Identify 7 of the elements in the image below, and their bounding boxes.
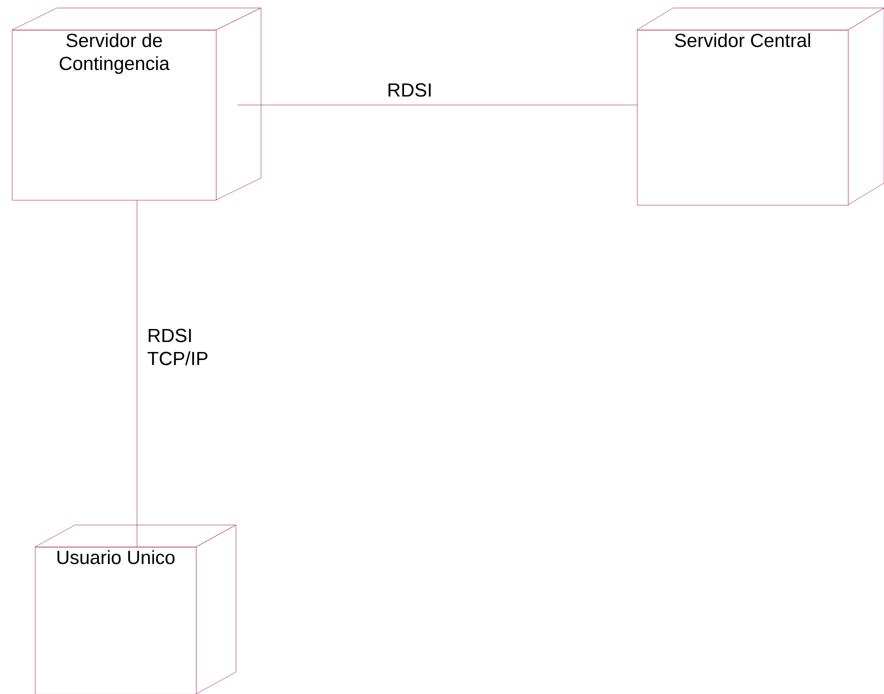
connection-line	[136, 200, 138, 548]
edge-label: RDSI TCP/IP	[146, 328, 210, 366]
server-cube: Servidor de Contingencia	[12, 8, 262, 200]
connection-line	[237, 104, 638, 106]
server-cube: Usuario Unico	[34, 524, 236, 694]
edge-label: RDSI	[386, 82, 438, 98]
server-cube: Servidor Central	[636, 8, 884, 206]
